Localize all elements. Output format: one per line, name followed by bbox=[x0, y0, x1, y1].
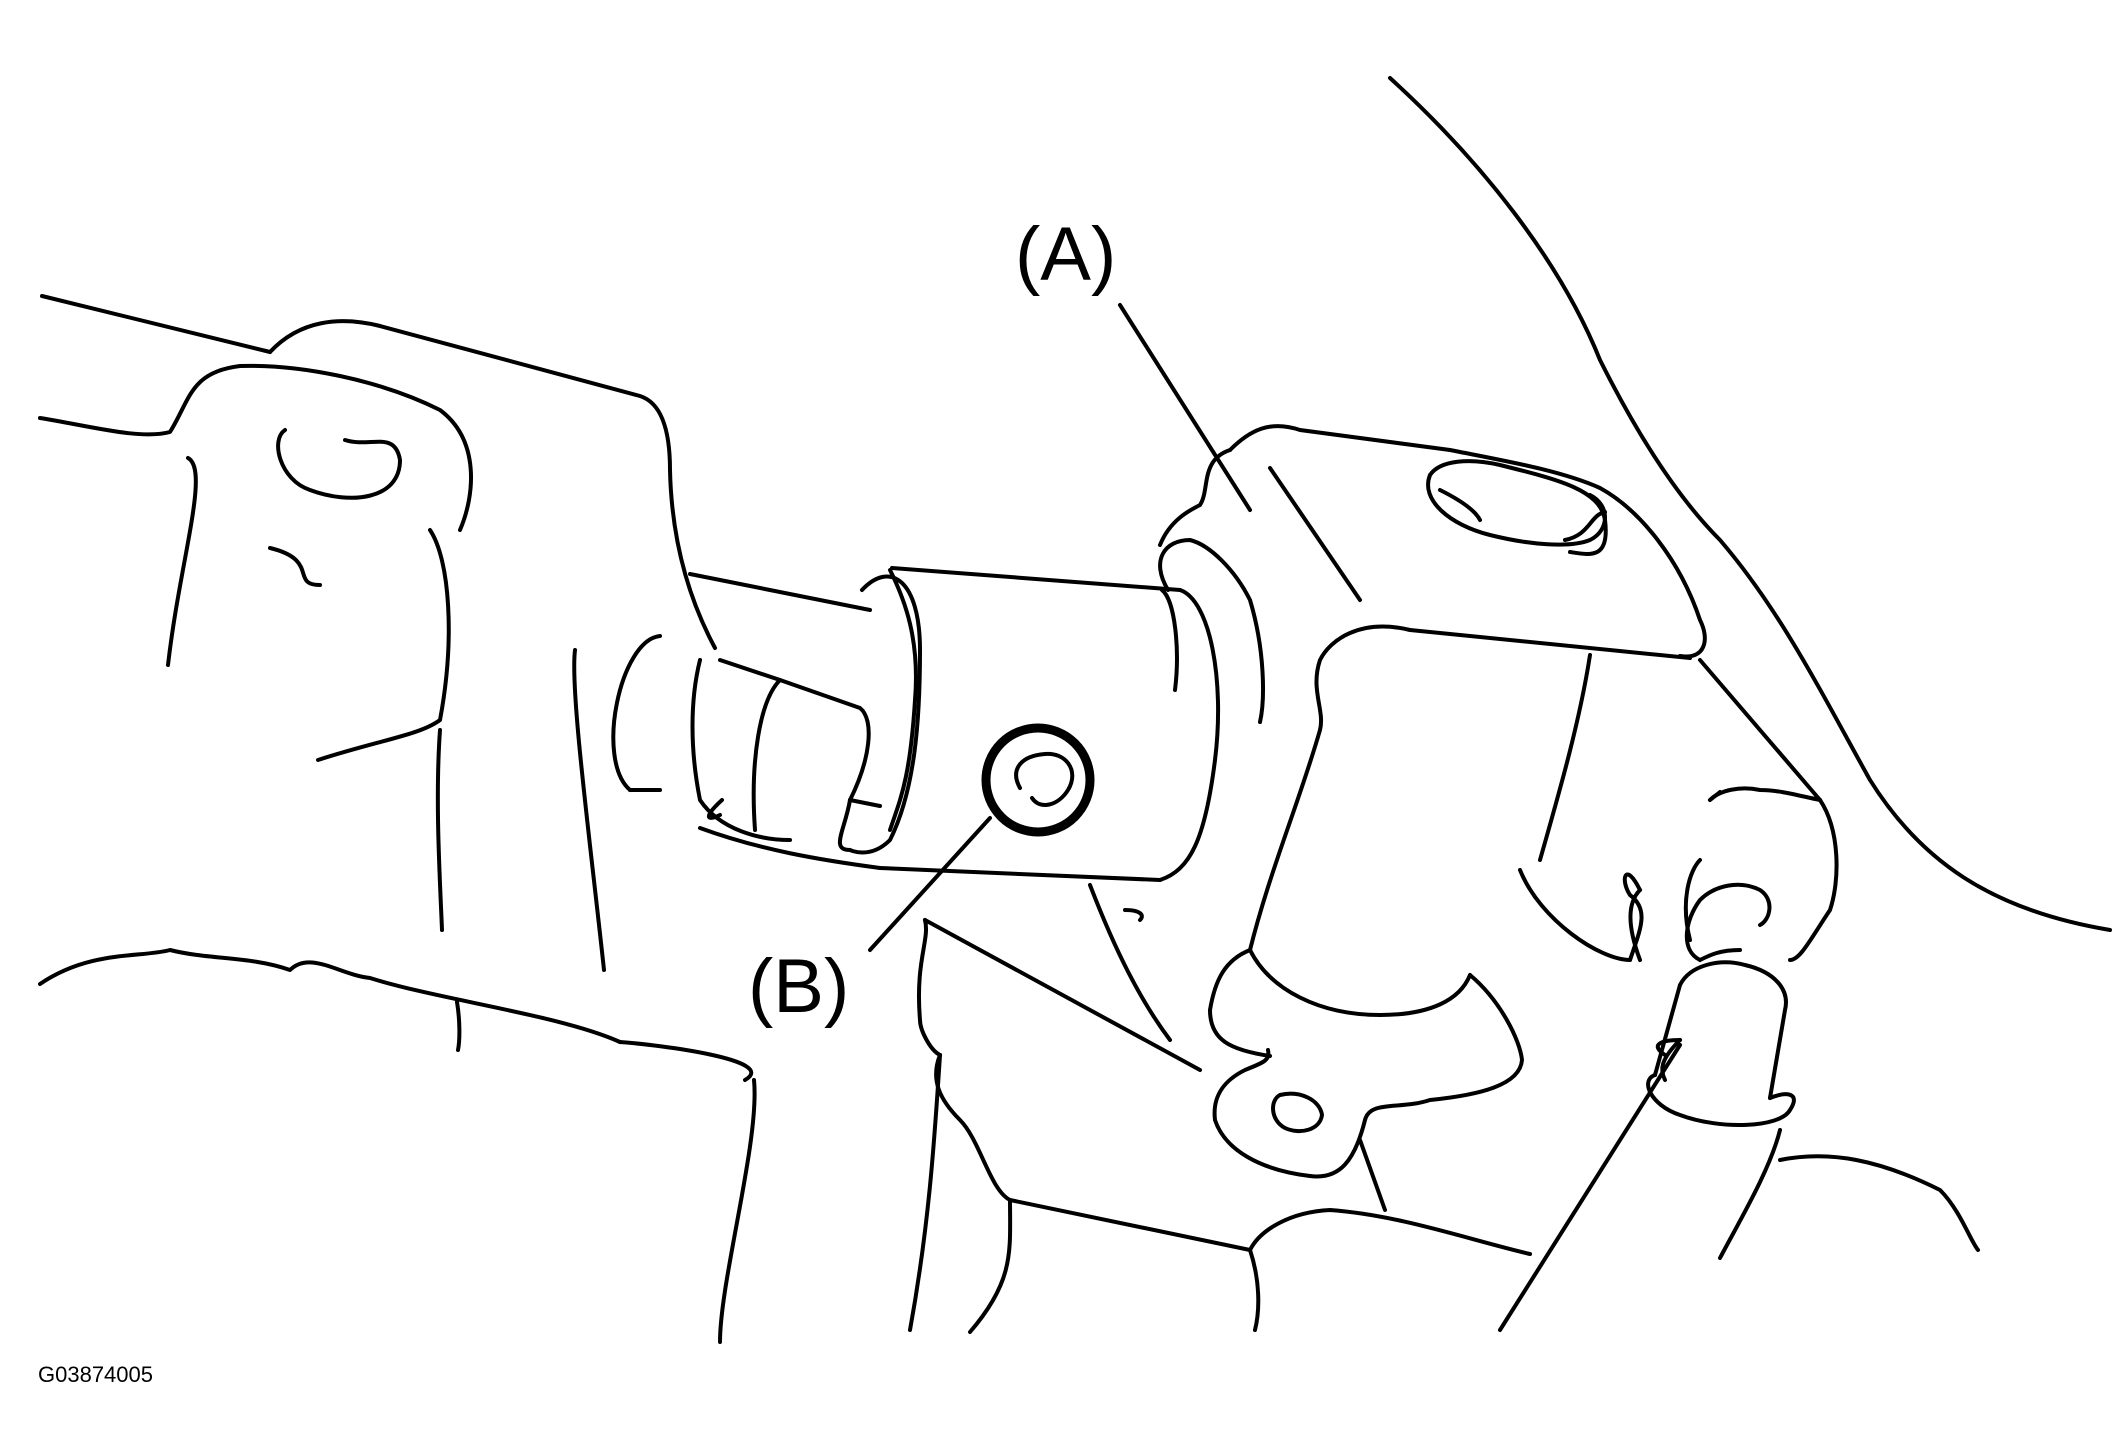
right-bracket bbox=[1498, 658, 1980, 1332]
callout-b: (B) bbox=[748, 944, 849, 1029]
lower-housing bbox=[908, 918, 1532, 1334]
coupling-sleeve bbox=[848, 566, 1221, 882]
yoke-a bbox=[1088, 424, 1707, 1179]
outer-cover-curve bbox=[1388, 76, 2112, 932]
bolt-b bbox=[981, 723, 1095, 837]
left-housing bbox=[38, 294, 757, 1344]
leader-line-b bbox=[868, 816, 992, 952]
figure-id: G03874005 bbox=[38, 1362, 153, 1387]
shaft bbox=[628, 572, 882, 870]
leader-lines bbox=[868, 303, 1252, 952]
callout-a: (A) bbox=[1015, 212, 1116, 297]
leader-line-a bbox=[1118, 303, 1252, 512]
